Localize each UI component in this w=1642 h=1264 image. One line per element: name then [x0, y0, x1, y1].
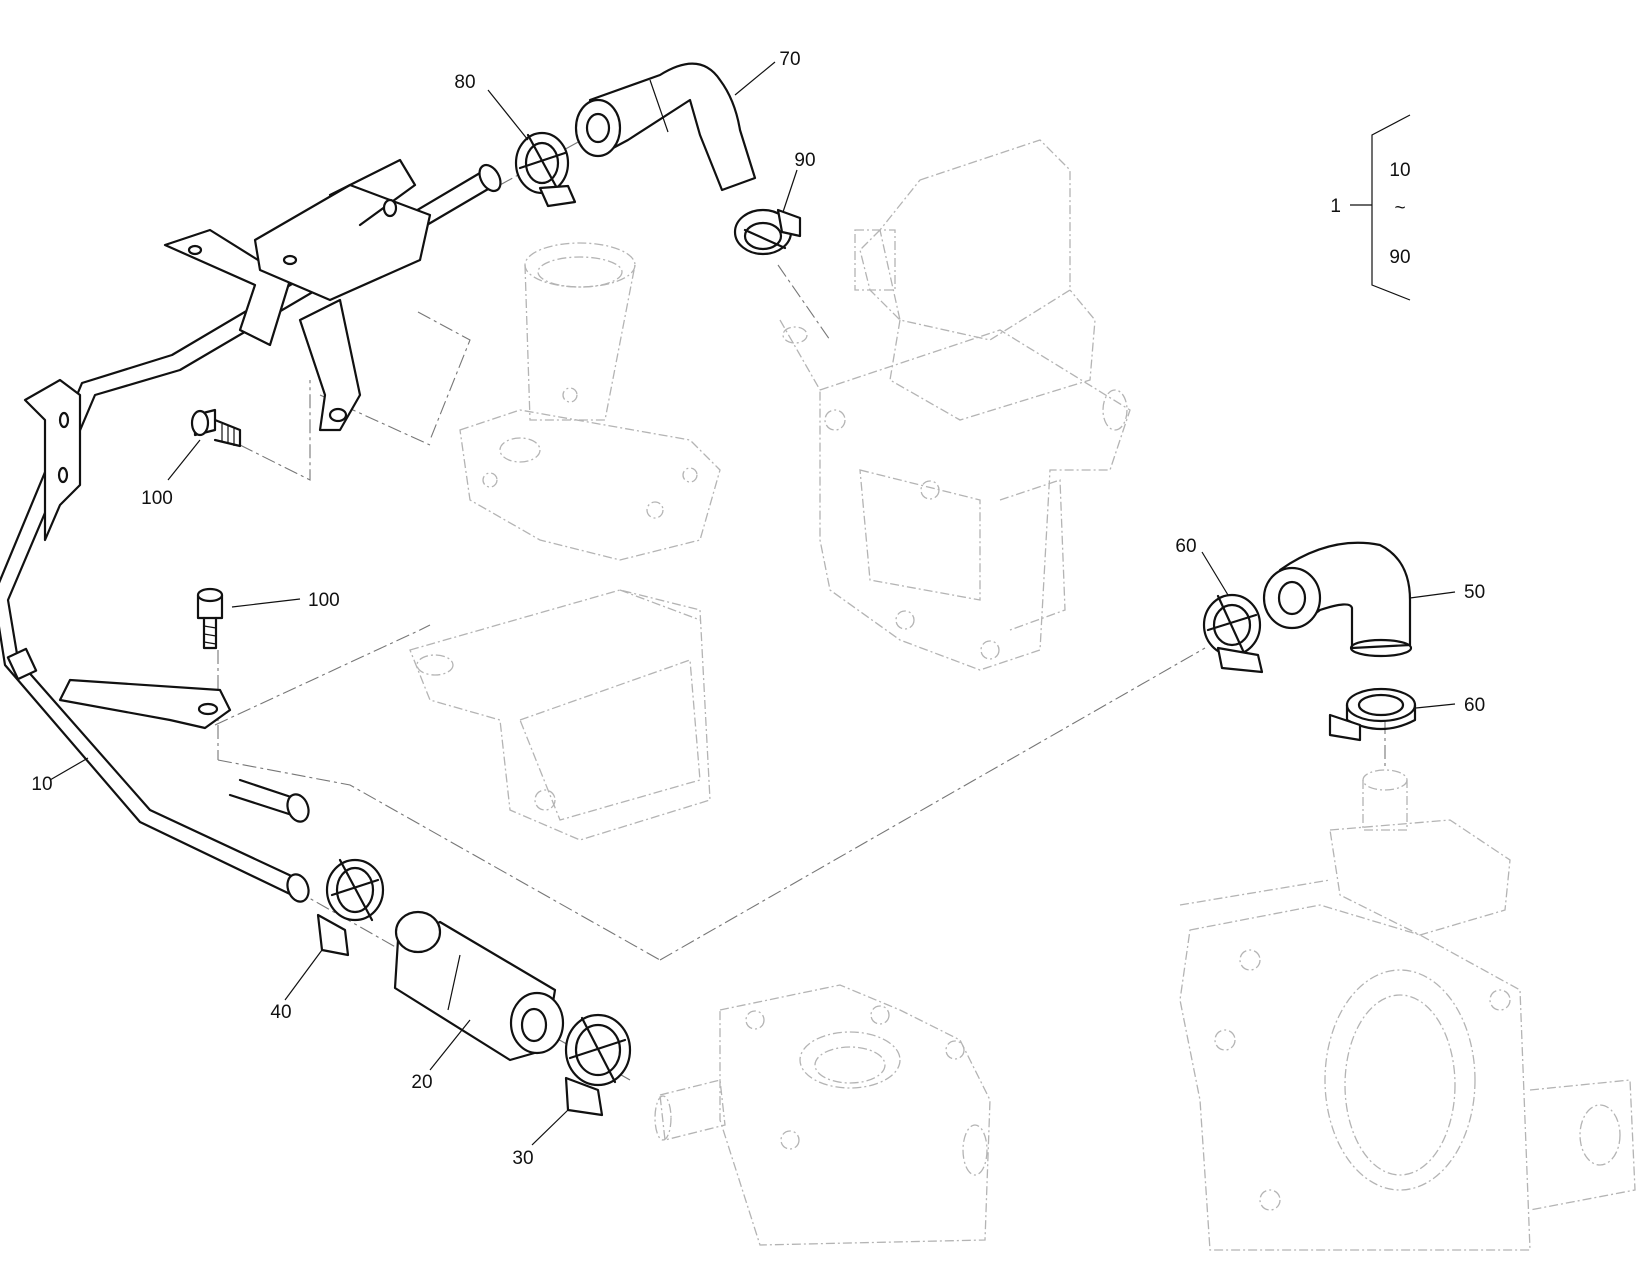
range-from: 10 — [1389, 160, 1410, 181]
clamp-part-80 — [514, 131, 577, 208]
callout-50: 50 — [1464, 582, 1485, 603]
clamp-part-60-lower — [1328, 687, 1417, 742]
range-bracket — [1350, 114, 1411, 301]
coolant-pipe-part-10 — [0, 158, 502, 903]
callout-40: 40 — [270, 1002, 291, 1023]
callout-60-lower: 60 — [1464, 695, 1485, 716]
callout-60-upper: 60 — [1175, 536, 1196, 557]
callout-80: 80 — [454, 72, 475, 93]
bolt-part-100-lower — [196, 587, 224, 650]
elbow-hose-part-50 — [1262, 541, 1413, 658]
callout-90: 90 — [794, 150, 815, 171]
elbow-hose-part-70 — [574, 62, 757, 192]
ghost-egr-valve — [779, 139, 1131, 671]
bolt-part-100-upper — [190, 408, 242, 448]
clamp-part-40 — [316, 858, 385, 957]
ghost-cylinder-block — [1179, 769, 1636, 1251]
range-separator: ~ — [1394, 198, 1405, 219]
range-to: 90 — [1389, 247, 1410, 268]
callout-1: 1 — [1330, 196, 1341, 217]
callout-20: 20 — [411, 1072, 432, 1093]
callout-70: 70 — [779, 49, 800, 70]
leader-lines — [49, 61, 1456, 1146]
clamp-part-60-upper — [1202, 593, 1264, 674]
ghost-intake-manifold — [409, 589, 711, 841]
callout-30: 30 — [512, 1148, 533, 1169]
clamp-part-30 — [564, 1013, 632, 1117]
callout-10: 10 — [31, 774, 52, 795]
clamp-part-90 — [733, 208, 802, 256]
hose-part-20 — [393, 910, 565, 1062]
ghost-water-pump-housing — [654, 984, 991, 1246]
callout-100-lower: 100 — [308, 590, 340, 611]
callout-100-upper: 100 — [141, 488, 173, 509]
ghost-thermostat-housing — [459, 242, 721, 561]
